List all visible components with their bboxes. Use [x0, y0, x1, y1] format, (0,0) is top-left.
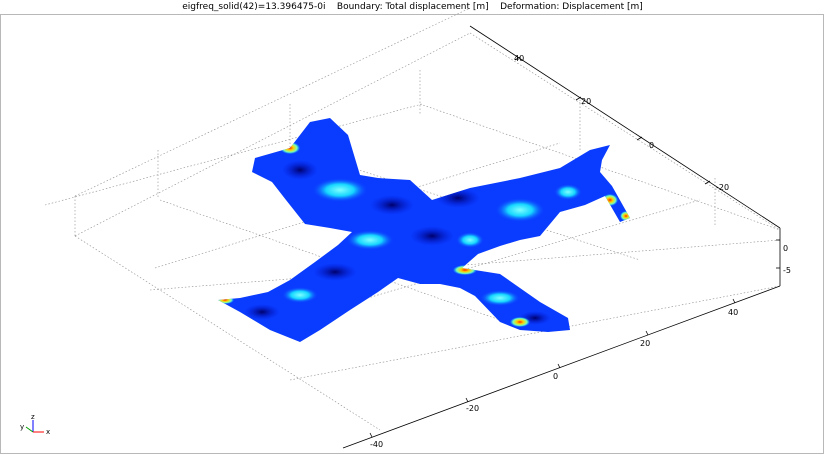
axis-lines [342, 25, 781, 449]
tick-label-y: 40 [514, 54, 524, 63]
triad-z-label: z [31, 413, 35, 421]
tick-label-x: 20 [640, 339, 650, 348]
tick-label-x: -40 [370, 440, 383, 449]
tick-label-y: 20 [581, 97, 591, 106]
tick-label-x: 40 [728, 308, 738, 317]
tick-label-z: 0 [783, 244, 788, 253]
axis-tick-marks [369, 56, 780, 438]
deformed-surface[interactable] [216, 118, 632, 342]
surface-colormap-pattern [218, 142, 630, 327]
triad-x-label: x [46, 428, 50, 436]
plot-frame [0, 14, 824, 454]
triad-y-label: y [20, 423, 24, 431]
tick-label-x: -20 [466, 404, 479, 413]
plot-title: eigfreq_solid(42)=13.396475-0i Boundary:… [182, 2, 643, 12]
tick-label-y: 0 [649, 141, 654, 150]
orientation-triad: z x y [20, 413, 50, 436]
tick-label-y: -20 [716, 183, 729, 192]
tick-label-z: -5 [783, 266, 791, 275]
tick-label-x: 0 [553, 372, 558, 381]
